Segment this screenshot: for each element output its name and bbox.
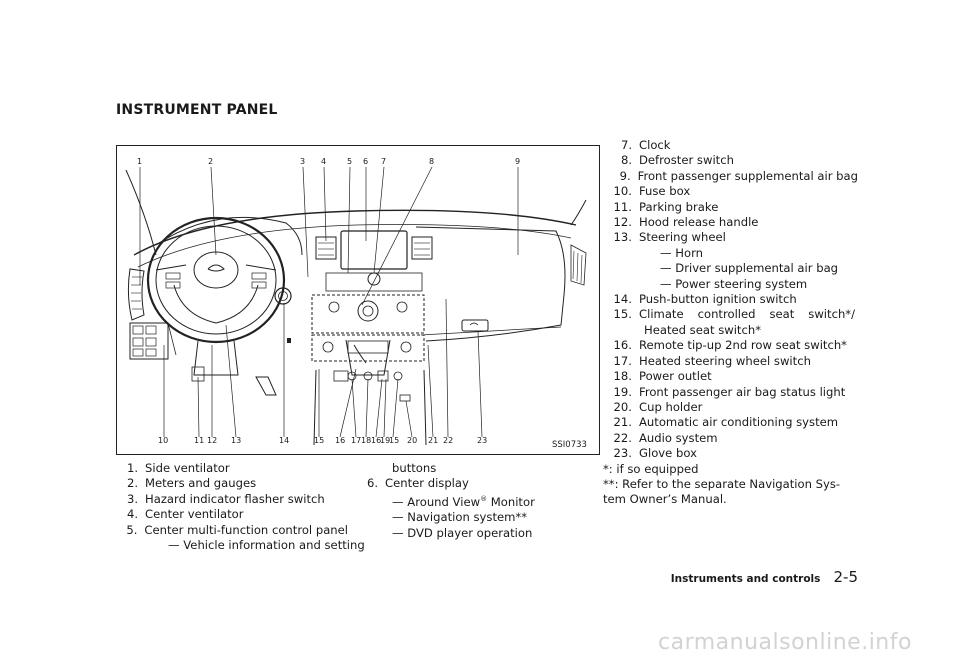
callout-13: 13 xyxy=(231,436,242,445)
footnote-navigation: **: Refer to the separate Navigation Sys… xyxy=(603,476,841,491)
list-subitem: — Navigation system** xyxy=(392,510,528,525)
list-item: 3.Hazard indicator flasher switch xyxy=(126,491,325,506)
list-subitem-continuation: buttons xyxy=(392,461,437,475)
list-item: 7.Clock xyxy=(620,138,671,152)
list-subitem: — DVD player operation xyxy=(392,525,533,540)
page-number: 2-5 xyxy=(833,568,859,586)
list-subitem: — Around View® Monitor xyxy=(392,494,535,509)
callout-15b: 15 xyxy=(389,436,400,445)
footer-section-label: Instruments and controls xyxy=(670,573,821,585)
callout-7: 7 xyxy=(381,157,387,166)
callout-22: 22 xyxy=(443,436,454,445)
list-item: 10.Fuse box xyxy=(613,184,691,199)
callout-16: 16 xyxy=(335,436,346,445)
list-item: 12.Hood release handle xyxy=(613,215,759,230)
list-item: 5.Center multi-function control panel xyxy=(126,522,348,537)
callout-10: 10 xyxy=(158,436,169,445)
list-item: 1.Side ventilator xyxy=(126,461,230,475)
list-subitem: — Horn xyxy=(660,245,704,260)
callout-19: 19 xyxy=(380,436,391,445)
list-item: 9.Front passenger supplemental air bag xyxy=(619,168,858,183)
list-item: 16.Remote tip-up 2nd row seat switch* xyxy=(613,338,847,353)
list-item: 18.Power outlet xyxy=(613,369,712,384)
callout-1: 1 xyxy=(137,157,143,166)
instrument-panel-illustration xyxy=(116,145,600,455)
list-item: 15.Climate controlled seat switch*/ xyxy=(613,307,855,322)
callout-20: 20 xyxy=(407,436,418,445)
callout-21: 21 xyxy=(428,436,439,445)
callout-23: 23 xyxy=(477,436,488,445)
watermark: carmanualsonline.info xyxy=(658,630,912,655)
item-list-middle: buttons 6.Center display — Around View® … xyxy=(356,461,588,541)
callout-11: 11 xyxy=(194,436,205,445)
list-item: 19.Front passenger air bag status light xyxy=(613,384,846,399)
callout-18: 18 xyxy=(361,436,372,445)
list-subitem: — Driver supplemental air bag xyxy=(660,261,839,276)
list-item: 23.Glove box xyxy=(613,446,697,461)
footnote-equipped: *: if so equipped xyxy=(603,461,699,476)
page-footer: Instruments and controls 2-5 xyxy=(671,567,858,586)
list-subitem: — Vehicle information and setting xyxy=(168,538,365,553)
callout-14: 14 xyxy=(279,436,290,445)
list-item: 21.Automatic air conditioning system xyxy=(613,415,839,430)
list-item: 11.Parking brake xyxy=(613,199,719,214)
callout-12: 12 xyxy=(207,436,218,445)
footnote-navigation-cont: tem Owner’s Manual. xyxy=(603,492,727,507)
list-item: 17.Heated steering wheel switch xyxy=(613,353,811,368)
list-item: 13.Steering wheel xyxy=(613,230,726,245)
callout-17: 17 xyxy=(351,436,362,445)
section-title: INSTRUMENT PANEL xyxy=(116,102,278,118)
list-item: 2.Meters and gauges xyxy=(126,476,257,491)
callout-5: 5 xyxy=(347,157,353,166)
callout-16b: 16 xyxy=(371,436,382,445)
callout-4: 4 xyxy=(321,157,327,166)
list-item: 14.Push-button ignition switch xyxy=(613,292,797,307)
list-subitem-continuation: Heated seat switch* xyxy=(644,322,761,337)
callout-3: 3 xyxy=(300,157,306,166)
figure-code: SSI0733 xyxy=(552,440,587,450)
item-list-right: 7.Clock 8.Defroster switch 9.Front passe… xyxy=(603,138,858,508)
list-item: 6.Center display xyxy=(366,476,469,491)
list-item: 8.Defroster switch xyxy=(620,153,734,168)
callout-2: 2 xyxy=(208,157,214,166)
callout-6: 6 xyxy=(363,157,369,166)
list-item: 22.Audio system xyxy=(613,430,718,445)
callout-9: 9 xyxy=(515,157,521,166)
item-list-left: 1.Side ventilator 2.Meters and gauges 3.… xyxy=(116,461,365,553)
list-subitem: — Power steering system xyxy=(660,276,808,291)
callout-15: 15 xyxy=(314,436,325,445)
instrument-panel-figure: 1 2 3 4 5 6 7 8 9 10 11 12 13 14 15 16 1… xyxy=(116,145,600,455)
list-item: 20.Cup holder xyxy=(613,399,703,414)
list-item: 4.Center ventilator xyxy=(126,507,244,522)
callout-8: 8 xyxy=(429,157,435,166)
